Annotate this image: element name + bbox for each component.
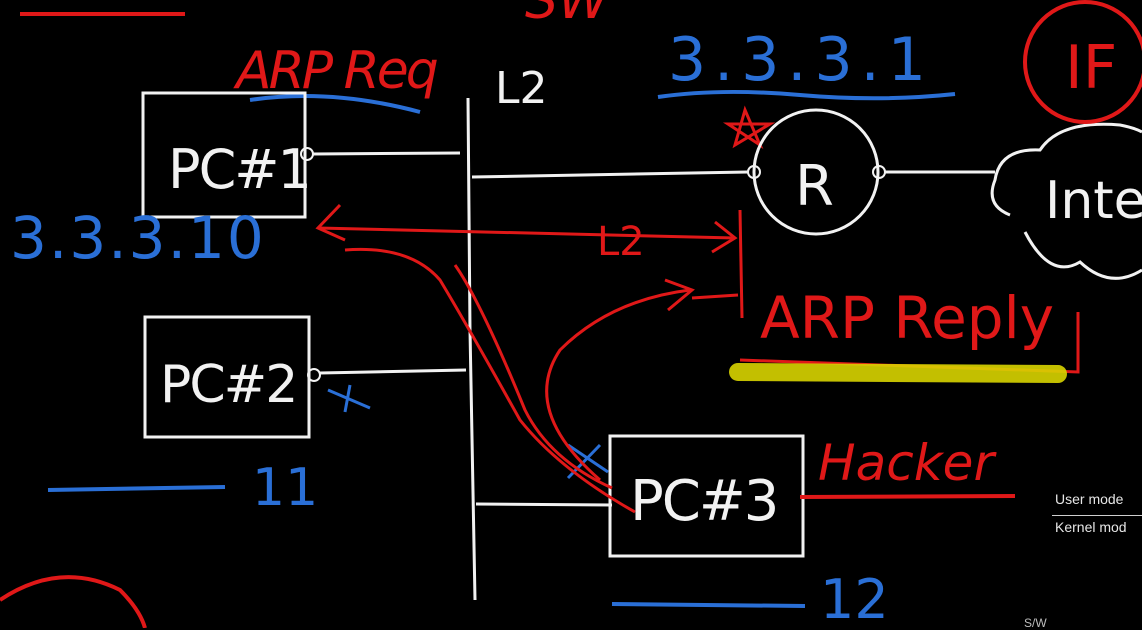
bottom-left-red-arc [0,575,147,628]
hacker-label: Hacker [818,434,997,492]
right-red-label: IF [1065,33,1117,103]
pc1-box [141,91,307,219]
user-mode-label: User mode [1055,491,1124,507]
hacker-to-router-arrow-head [664,278,695,312]
pc2-to-switch-link [319,368,467,375]
l2-switch-bus [466,97,477,601]
switch-to-router-link [471,170,749,179]
router-star-mark [722,105,776,149]
arp-reply-label: ARP Reply [760,284,1054,352]
internet-label: Inte [1045,171,1142,231]
pc2-ip-underline [47,485,226,492]
pc1-ip-label: 3.3.3.10 [10,204,266,272]
l2-switch-label: L2 [495,63,548,114]
hacker-to-pc1-path-2 [453,264,613,490]
sw-small-label: S/W [1024,616,1047,630]
top-sw-label: SW [525,0,612,31]
right-red-circle [1023,0,1142,124]
pc1-label: PC#1 [168,138,310,201]
internet-cloud [990,122,1142,280]
l2-arrow-label: L2 [597,219,645,265]
l2-arrow-line [317,226,736,240]
mode-divider [1052,515,1142,516]
pc3-label: PC#3 [630,469,777,534]
router-ip-label: 3.3.3.1 [668,25,934,95]
pc2-label: PC#2 [160,355,296,415]
arp-req-underline [249,94,421,114]
pc2-ip-label: 11 [252,458,318,518]
pc2-blue-x-mark [327,384,371,413]
l2-arrow-right-head [711,220,738,254]
router-ip-underline [657,89,956,101]
hacker-to-pc1-path [344,247,636,514]
hacker-underline [799,494,1016,499]
kernel-mode-label: Kernel mod [1055,519,1127,535]
hacker-to-router-path [545,288,691,482]
arp-reply-arrow-stem [691,293,739,300]
l2-arrow-left-head [315,203,346,242]
router-node [752,108,880,236]
pc1-to-switch-link [312,151,461,156]
pc3-to-switch-link [475,502,613,507]
pc3-ip-label: 12 [820,568,889,628]
pc3-ip-underline [611,602,806,608]
arp-reply-highlight [729,363,1067,383]
pc2-port [307,368,321,382]
router-label: R [795,154,834,219]
arp-req-label: ARP Req [233,41,438,101]
